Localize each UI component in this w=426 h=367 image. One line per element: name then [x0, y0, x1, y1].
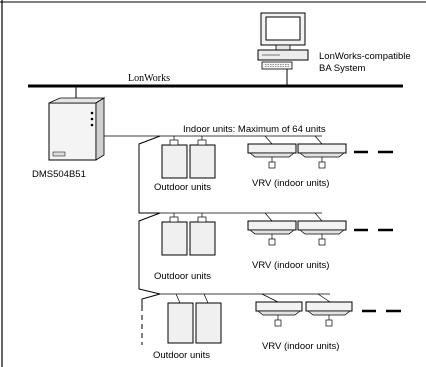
lonworks-bus-label: LonWorks — [128, 73, 170, 84]
outdoor-units-label: Outdoor units — [153, 350, 210, 361]
outdoor-unit-icon — [167, 293, 222, 344]
outdoor-units-label: Outdoor units — [154, 271, 211, 282]
ceiling-indoor-unit-icon — [297, 212, 347, 246]
outdoor-unit-icon — [161, 136, 216, 179]
ba-system-label-line1: LonWorks-compatible — [319, 51, 411, 62]
outdoor-unit-group-3: Outdoor units VRV (indoor units) — [153, 293, 401, 361]
ceiling-indoor-unit-icon — [297, 135, 347, 169]
indoor-limit-note: Indoor units: Maximum of 64 units — [183, 124, 326, 135]
computer-icon — [257, 12, 309, 70]
vrv-indoor-units-label: VRV (indoor units) — [252, 178, 329, 189]
trunk-line — [138, 135, 161, 345]
vrv-indoor-units-label: VRV (indoor units) — [252, 260, 329, 271]
outdoor-unit-group-1: Outdoor units VRV (indoor units) — [154, 135, 393, 193]
controller-box-icon — [48, 97, 106, 161]
ceiling-indoor-unit-icon — [305, 293, 353, 327]
outdoor-unit-icon — [161, 213, 216, 256]
outdoor-unit-group-2: Outdoor units VRV (indoor units) — [154, 212, 393, 282]
outdoor-units-label: Outdoor units — [154, 182, 211, 193]
controller-label: DMS504B51 — [32, 169, 86, 180]
ceiling-indoor-unit-icon — [247, 212, 297, 246]
vrv-indoor-units-label: VRV (indoor units) — [262, 341, 339, 352]
ba-system-label-line2: BA System — [319, 63, 366, 74]
ceiling-indoor-unit-icon — [247, 135, 297, 169]
ceiling-indoor-unit-icon — [255, 293, 303, 327]
